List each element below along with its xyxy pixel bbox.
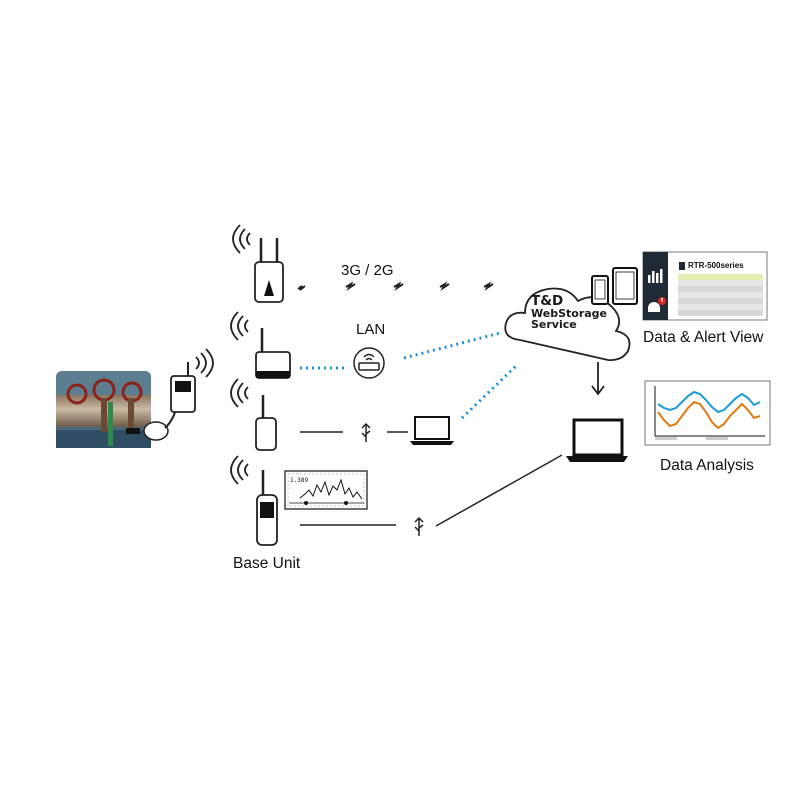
laptop-icon [410,416,454,445]
laptop-cloud-dotted-link [460,362,520,420]
wifi-icon [230,378,249,408]
wifi-icon [230,311,249,341]
analysis-link-line [435,454,563,527]
base-unit-handheld [256,470,278,546]
wifi-icon [232,224,251,254]
tablet-icon [612,267,638,305]
base-unit-3g [254,238,284,303]
alert-siren-icon [648,297,666,312]
wifi-icon [230,455,249,485]
network-3g-label: 3G / 2G [341,262,394,279]
usb-icon [414,516,424,536]
base-unit-usb [255,395,277,451]
cloud-label-line2: WebStorage [531,307,607,320]
handheld-screen-value: 1.389 [290,477,308,484]
laptop-icon [566,418,628,462]
down-arrow-icon [591,362,605,396]
network-lan-label: LAN [356,321,386,338]
cloud-label-line3: Service [531,318,577,331]
data-alert-view-screen [642,251,768,321]
router-icon [353,347,385,379]
cloud-icon [504,287,631,361]
pipe-valves-photo [56,371,151,448]
router-cloud-dotted-link [403,331,501,360]
data-analysis-chart [644,380,771,446]
cloud-label-line1: T&D [531,293,564,309]
smartphone-icon [591,275,609,305]
data-analysis-label: Data Analysis [660,457,754,474]
data-alert-view-label: Data & Alert View [643,329,764,346]
pipe-sensor [143,348,214,441]
cellular-signal-line [297,281,494,291]
base-unit-label: Base Unit [233,555,301,572]
base-unit-lan [255,328,291,379]
bar-chart-icon [648,269,663,283]
logger-graph-screen [284,470,368,510]
cloud-service-label: T&D WebStorage Service [531,293,607,331]
app-title: RTR-500series [688,261,744,270]
usb-icon [361,422,371,442]
